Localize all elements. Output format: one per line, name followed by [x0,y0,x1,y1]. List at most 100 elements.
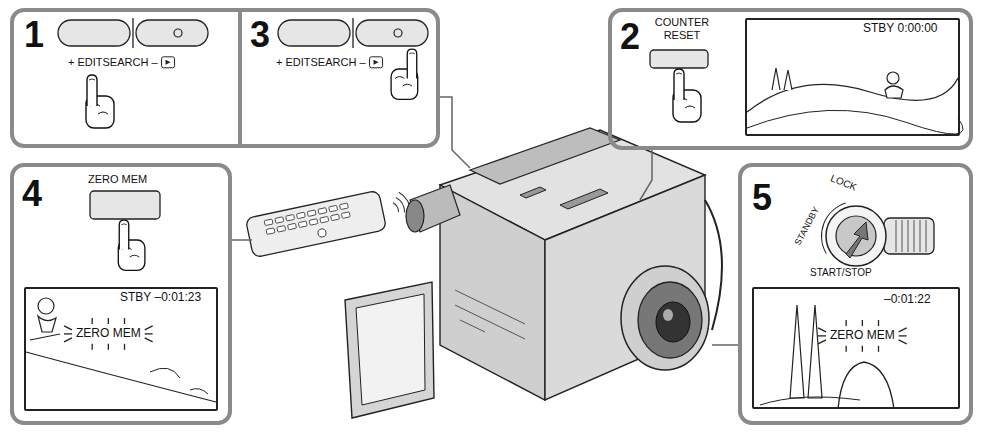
press-arrow [846,222,868,258]
skier-head [38,298,54,314]
screen-text: –0:01:22 [884,293,931,307]
remote-key [286,214,295,221]
blink-mark [92,318,93,324]
lcd-screen: –0:01:22ZERO MEM [752,287,960,409]
blink-mark [899,335,907,336]
leader-line [440,97,470,168]
remote-key [331,214,340,221]
hand-finger [407,49,417,78]
remote-key [264,219,273,226]
remote-key [318,208,327,215]
side-panel-lines [455,290,525,339]
blink-mark [64,333,72,334]
step-number: 4 [22,173,42,214]
button-dot [394,29,402,37]
remote-key [339,203,348,210]
button-divider [352,18,353,48]
knurling [926,220,927,252]
leader-line [712,344,738,346]
grip-strap [705,200,722,330]
pointing-hand [86,75,114,128]
blink-mark [92,344,93,350]
blink-mark [878,346,879,352]
blink-mark [846,320,847,326]
edit-icon-arrow [166,60,171,65]
button-label: ZERO MEM [88,173,147,186]
top-controls [520,187,608,209]
button-label: + EDITSEARCH – [68,56,158,69]
lens-hood [621,266,709,370]
knurling [914,220,915,252]
leader-line [232,239,252,241]
remote-key [309,219,318,226]
button-divider [132,18,133,48]
blink-mark [818,340,826,344]
button-label: COUNTER RESET [646,16,718,41]
slope-line [26,352,216,402]
button-label: + EDITSEARCH – [276,56,366,69]
counter-reset-button [650,50,708,68]
step-panel: 2COUNTER RESET STBY 0:00:00 [608,8,973,150]
blink-mark [145,333,153,334]
remote-key [329,205,338,212]
edit-icon [162,57,175,68]
button-label: LOCK [829,172,859,193]
lens-ring [638,282,702,358]
leader-line [640,150,652,200]
dial-arc [821,203,846,254]
step-panel: 3 + EDITSEARCH – [242,8,440,148]
hand-nail [121,223,127,225]
knurling [908,220,909,252]
blink-mark [108,344,109,350]
zero-mem-button [90,191,160,219]
blink-mark [124,344,125,350]
blink-mark [145,338,153,342]
figure-body [838,362,894,409]
ski-figures [772,68,792,90]
blink-mark [64,338,72,342]
step-panel: 5 LOCK STANDBY START/STOP –0:01:22ZERO MEM [738,163,973,425]
hand-nail [676,73,682,74]
camcorder [345,128,722,418]
screen-text: STBY 0:00:00 [863,22,938,36]
remote-key [277,226,286,233]
edit-icon-frame [162,57,175,68]
blink-mark [64,326,72,330]
lcd-screen: STBY –0:01:23ZERO MEM [24,287,218,411]
knurling [920,220,921,252]
remote-key [298,221,307,228]
remote-key [275,217,284,224]
edit-icon-frame [370,57,383,68]
dial-knob [884,218,934,254]
step-number: 2 [620,16,640,57]
pointing-hand [673,69,701,122]
step-number: 1 [24,14,44,55]
step-number: 3 [250,14,270,55]
power-dial [826,206,886,266]
step-number: 5 [752,177,772,218]
blink-mark [108,318,109,324]
button-label: START/STOP [810,267,872,279]
lcd-screen: STBY 0:00:00 [745,18,960,136]
edit-icon-arrow [374,60,379,65]
editsearch-plus-button [278,20,350,46]
blink-mark [818,328,826,332]
knurling [896,220,897,252]
hand-nail [89,79,95,80]
pointing-hand [391,49,418,99]
edit-icon [370,57,383,68]
screen-text: STBY –0:01:23 [120,291,201,305]
blink-mark [862,346,863,352]
remote-key [288,223,297,230]
skier-body [885,86,903,98]
lcd-panel [345,282,434,418]
skier-body [30,316,60,340]
blink-mark [862,320,863,326]
skis [790,305,822,398]
button-label: STANDBY [793,205,822,247]
step-panel: 4ZERO MEMSTBY –0:01:23ZERO MEM [10,163,232,425]
blink-mark [878,320,879,326]
screen-text: ZERO MEM [76,327,141,341]
button-dot [174,29,182,37]
start-stop-button [836,216,876,256]
